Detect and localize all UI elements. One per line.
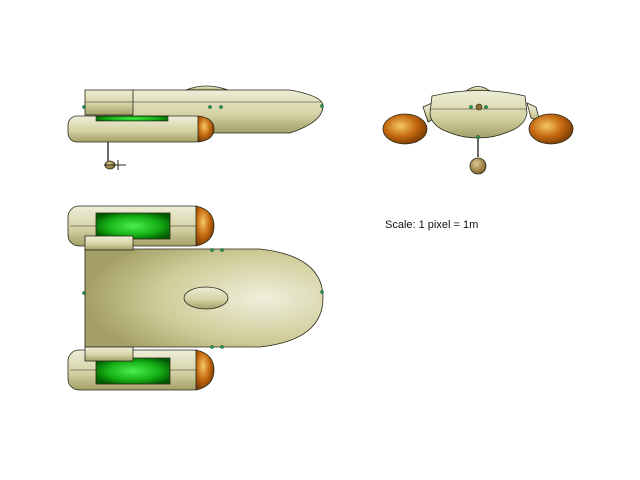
front-marker bbox=[475, 103, 483, 111]
front-probe bbox=[469, 157, 487, 175]
top-secondary-hull-lower bbox=[84, 346, 134, 362]
top-marker bbox=[82, 291, 86, 295]
top-nacelle-upper-glow bbox=[95, 212, 171, 240]
side-secondary-hull bbox=[84, 89, 134, 116]
front-nacelle-right bbox=[528, 113, 574, 145]
top-marker bbox=[220, 248, 224, 252]
side-dome bbox=[185, 85, 229, 91]
top-marker bbox=[210, 345, 214, 349]
front-marker bbox=[469, 105, 473, 109]
top-marker bbox=[210, 248, 214, 252]
front-marker bbox=[484, 105, 488, 109]
front-marker bbox=[476, 135, 480, 139]
side-view bbox=[67, 85, 324, 170]
top-dome bbox=[183, 286, 229, 310]
side-marker bbox=[82, 105, 86, 109]
top-marker bbox=[320, 290, 324, 294]
side-marker bbox=[219, 105, 223, 109]
side-marker bbox=[208, 105, 212, 109]
top-marker bbox=[220, 345, 224, 349]
front-hull bbox=[429, 90, 528, 139]
top-secondary-hull-upper bbox=[84, 235, 134, 251]
top-nacelle-lower-glow bbox=[95, 357, 171, 385]
top-view bbox=[67, 205, 324, 391]
top-nacelle-lower-cap bbox=[195, 349, 215, 391]
side-nacelle-cap bbox=[197, 115, 215, 143]
front-nacelle-left bbox=[382, 113, 428, 145]
front-view bbox=[382, 86, 574, 175]
scale-label: Scale: 1 pixel = 1m bbox=[385, 219, 479, 231]
side-nacelle-glow bbox=[95, 115, 169, 122]
side-marker bbox=[320, 104, 324, 108]
top-nacelle-upper-cap bbox=[195, 205, 215, 247]
